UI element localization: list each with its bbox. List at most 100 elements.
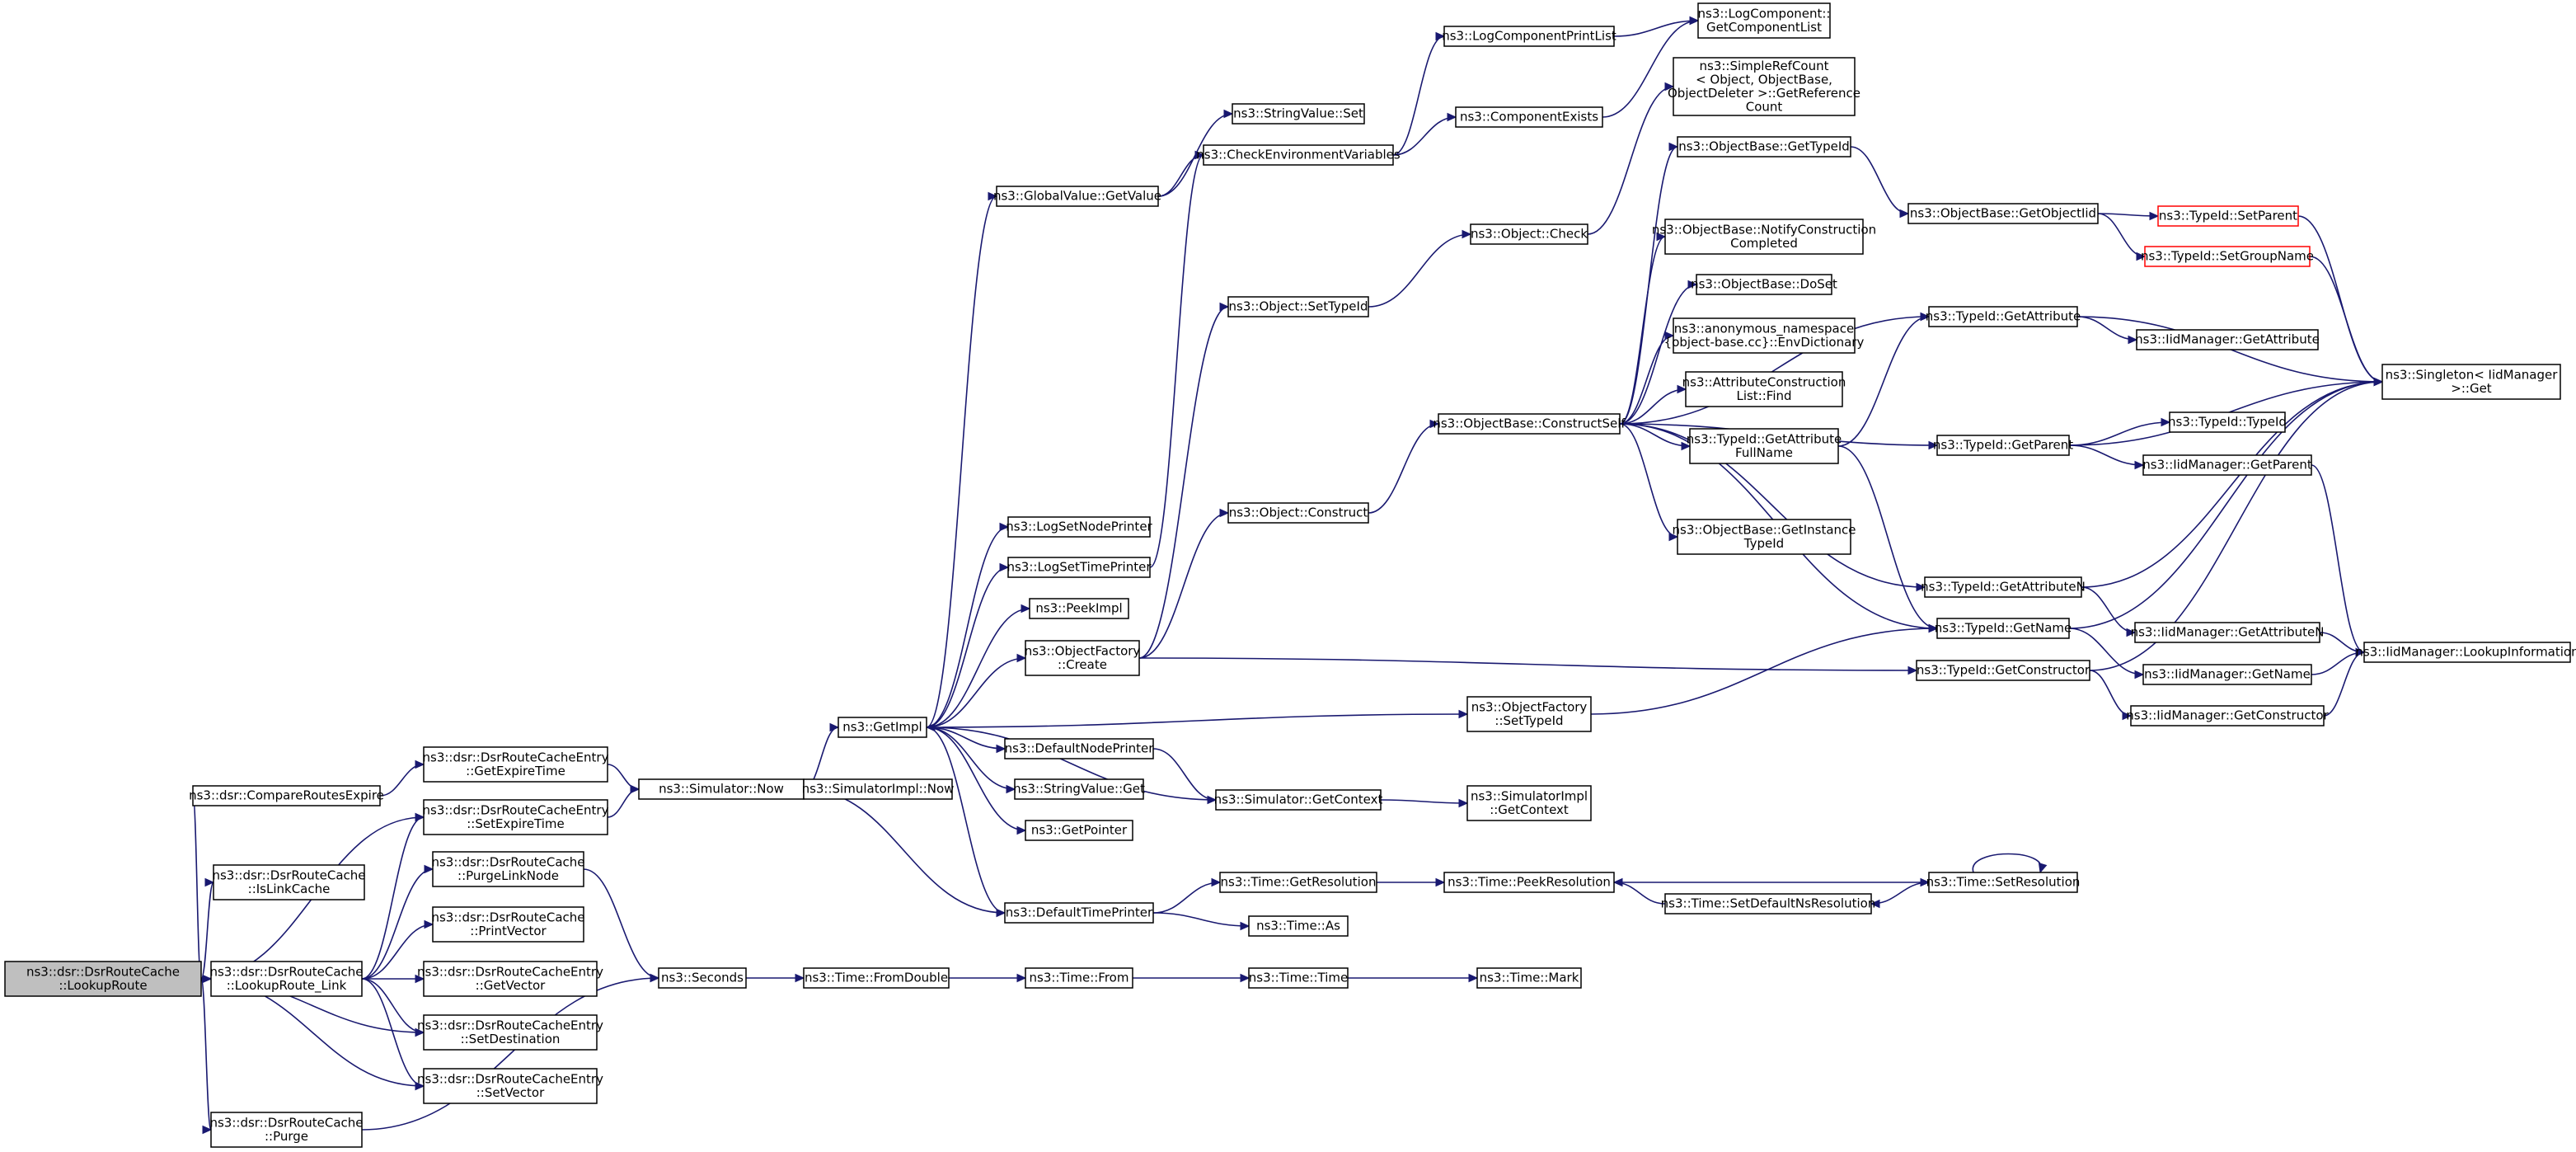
node-ns3-objectbase-gettypeid[interactable]: ns3::ObjectBase::GetTypeId: [1677, 136, 1851, 158]
node-ns3-time-fromdouble[interactable]: ns3::Time::FromDouble: [803, 967, 950, 989]
node-label-line: ns3::ObjectFactory: [1025, 643, 1141, 658]
node-ns3-time-from[interactable]: ns3::Time::From: [1025, 967, 1133, 989]
node-label-line: ns3::LogSetNodePrinter: [1006, 520, 1152, 534]
node-ns3-logcomponentprintlist[interactable]: ns3::LogComponentPrintList: [1442, 26, 1616, 47]
node-ns3-time-mark[interactable]: ns3::Time::Mark: [1476, 967, 1582, 989]
node-ns3-iidmanager-getattributen[interactable]: ns3::IidManager::GetAttributeN: [2131, 622, 2325, 643]
node-label-line: ns3::dsr::DsrRouteCacheEntry: [423, 802, 609, 817]
edge-arrowhead: [1006, 784, 1016, 794]
node-ns3-time-peekresolution[interactable]: ns3::Time::PeekResolution: [1443, 872, 1615, 893]
node-ns3-dsr-dsrroutecacheentry-setdestination[interactable]: ns3::dsr::DsrRouteCacheEntry::SetDestina…: [417, 1014, 603, 1051]
node-ns3-logcomponent-getcomponentlist[interactable]: ns3::LogComponent::GetComponentList: [1697, 2, 1831, 39]
edge-n1-to-n5: [379, 759, 425, 797]
node-ns3-typeid-getattribute[interactable]: ns3::TypeId::GetAttribute: [1926, 306, 2081, 327]
edge-n31-to-n40: [1380, 798, 1469, 808]
node-label-line: ns3::IidManager::GetName: [2144, 667, 2311, 682]
node-ns3-simplerefcount-object-objectbase-objectdeleter-getreferencecount[interactable]: ns3::SimpleRefCount< Object, ObjectBase,…: [1668, 57, 1860, 116]
edge-arrowhead: [1240, 921, 1250, 931]
node-ns3-seconds[interactable]: ns3::Seconds: [658, 967, 747, 989]
node-ns3-typeid-getattributen[interactable]: ns3::TypeId::GetAttributeN: [1921, 576, 2086, 598]
node-ns3-iidmanager-lookupinformation[interactable]: ns3::IidManager::LookupInformation: [2355, 642, 2576, 663]
node-ns3-defaulttimeprinter[interactable]: ns3::DefaultTimePrinter: [1004, 902, 1154, 924]
node-ns3-dsr-dsrroutecache-lookuproute-link[interactable]: ns3::dsr::DsrRouteCache::LookupRoute_Lin…: [209, 961, 364, 997]
node-ns3-singleton-iidmanager-get[interactable]: ns3::Singleton< IidManager>::Get: [2381, 364, 2561, 400]
node-ns3-typeid-getname[interactable]: ns3::TypeId::GetName: [1935, 618, 2072, 639]
node-ns3-simulatorimpl-now[interactable]: ns3::SimulatorImpl::Now: [802, 778, 955, 800]
node-ns3-dsr-dsrroutecacheentry-setvector[interactable]: ns3::dsr::DsrRouteCacheEntry::SetVector: [417, 1068, 603, 1104]
node-ns3-objectbase-constructself[interactable]: ns3::ObjectBase::ConstructSelf: [1433, 413, 1626, 435]
node-ns3-peekimpl[interactable]: ns3::PeekImpl: [1029, 598, 1129, 619]
node-ns3-dsr-compareroutesexpire[interactable]: ns3::dsr::CompareRoutesExpire: [189, 785, 384, 806]
node-ns3-dsr-dsrroutecache-printvector[interactable]: ns3::dsr::DsrRouteCache::PrintVector: [431, 906, 585, 943]
node-label-line: GetComponentList: [1706, 20, 1822, 35]
node-ns3-objectbase-doset[interactable]: ns3::ObjectBase::DoSet: [1691, 274, 1837, 295]
edge-n57-to-n66: [2068, 628, 2145, 679]
edge-n50-to-n57: [1837, 445, 1939, 633]
node-ns3-simulator-now[interactable]: ns3::Simulator::Now: [638, 778, 805, 800]
edge-path: [1602, 20, 1699, 118]
node-ns3-logsetnodeprinter[interactable]: ns3::LogSetNodePrinter: [1006, 516, 1153, 538]
edge-path: [192, 795, 202, 980]
node-ns3-iidmanager-getparent[interactable]: ns3::IidManager::GetParent: [2142, 454, 2312, 476]
node-ns3-typeid-getconstructor[interactable]: ns3::TypeId::GetConstructor: [1916, 660, 2090, 681]
node-box: [1928, 306, 2078, 327]
edge-n59-to-n59: [1972, 853, 2048, 874]
node-ns3-time-time[interactable]: ns3::Time::Time: [1248, 967, 1349, 989]
node-ns3-typeid-setgroupname[interactable]: ns3::TypeId::SetGroupName: [2141, 246, 2314, 267]
node-ns3-checkenvironmentvariables[interactable]: ns3::CheckEnvironmentVariables: [1196, 144, 1401, 166]
node-ns3-logsettimeprinter[interactable]: ns3::LogSetTimePrinter: [1006, 557, 1152, 578]
node-ns3-time-setresolution[interactable]: ns3::Time::SetResolution: [1926, 872, 2081, 893]
node-ns3-typeid-typeid[interactable]: ns3::TypeId::TypeId: [2168, 411, 2287, 433]
node-ns3-typeid-getparent[interactable]: ns3::TypeId::GetParent: [1933, 435, 2073, 456]
node-box: [1025, 967, 1133, 989]
edge-arrowhead: [415, 812, 425, 822]
edge-arrowhead: [2149, 211, 2160, 221]
edge-n55-to-n63: [2068, 417, 2171, 446]
edge-n25-to-n12: [802, 784, 1006, 914]
node-ns3-dsr-dsrroutecache-purgelinknode[interactable]: ns3::dsr::DsrRouteCache::PurgeLinkNode: [431, 851, 585, 887]
node-ns3-objectbase-notifyconstructioncompleted[interactable]: ns3::ObjectBase::NotifyConstructionCompl…: [1652, 219, 1876, 255]
node-ns3-globalvalue-getvalue[interactable]: ns3::GlobalValue::GetValue: [993, 186, 1161, 207]
node-ns3-objectfactory-settypeid[interactable]: ns3::ObjectFactory::SetTypeId: [1466, 696, 1592, 732]
node-ns3-simulatorimpl-getcontext[interactable]: ns3::SimulatorImpl::GetContext: [1466, 785, 1592, 821]
node-ns3-simulator-getcontext[interactable]: ns3::Simulator::GetContext: [1214, 789, 1383, 811]
node-ns3-object-settypeid[interactable]: ns3::Object::SetTypeId: [1227, 296, 1369, 317]
node-ns3-dsr-dsrroutecacheentry-getexpiretime[interactable]: ns3::dsr::DsrRouteCacheEntry::GetExpireT…: [423, 746, 609, 783]
node-ns3-time-getresolution[interactable]: ns3::Time::GetResolution: [1219, 872, 1377, 893]
node-ns3-defaultnodeprinter[interactable]: ns3::DefaultNodePrinter: [1004, 738, 1155, 759]
node-ns3-objectbase-getobjectiid[interactable]: ns3::ObjectBase::GetObjectIid: [1907, 203, 2099, 224]
edge-arrowhead: [1219, 302, 1230, 312]
node-ns3-objectfactory-create[interactable]: ns3::ObjectFactory::Create: [1025, 640, 1141, 676]
edge-path: [1619, 316, 1930, 425]
node-ns3-dsr-dsrroutecache-purge[interactable]: ns3::dsr::DsrRouteCache::Purge: [209, 1112, 364, 1148]
node-ns3-stringvalue-get[interactable]: ns3::StringValue::Get: [1013, 778, 1145, 800]
node-label-line: ns3::dsr::DsrRouteCacheEntry: [417, 964, 603, 979]
node-box: [1219, 872, 1377, 893]
edge-path: [2297, 215, 2383, 383]
node-box: [2134, 622, 2320, 643]
node-ns3-getimpl[interactable]: ns3::GetImpl: [838, 717, 927, 738]
node-ns3-dsr-dsrroutecache-islinkcache[interactable]: ns3::dsr::DsrRouteCache::IsLinkCache: [212, 864, 366, 900]
node-ns3-iidmanager-getconstructor[interactable]: ns3::IidManager::GetConstructor: [2126, 705, 2330, 726]
node-ns3-dsr-dsrroutecacheentry-getvector[interactable]: ns3::dsr::DsrRouteCacheEntry::GetVector: [417, 961, 603, 997]
node-ns3-dsr-dsrroutecache-lookuproute[interactable]: ns3::dsr::DsrRouteCache::LookupRoute: [4, 961, 202, 997]
node-ns3-typeid-setparent[interactable]: ns3::TypeId::SetParent: [2157, 205, 2299, 227]
node-ns3-time-setdefaultnsresolution[interactable]: ns3::Time::SetDefaultNsResolution: [1661, 893, 1876, 915]
node-box: [213, 864, 365, 900]
node-ns3-object-check[interactable]: ns3::Object::Check: [1470, 223, 1588, 245]
node-ns3-object-construct[interactable]: ns3::Object::Construct: [1227, 502, 1369, 524]
node-ns3-anonymous-namespace-object-base-cc-envdictionary[interactable]: ns3::anonymous_namespace{object-base.cc}…: [1664, 317, 1865, 354]
node-ns3-getpointer[interactable]: ns3::GetPointer: [1025, 820, 1133, 841]
node-ns3-iidmanager-getattribute[interactable]: ns3::IidManager::GetAttribute: [2135, 329, 2320, 350]
node-ns3-iidmanager-getname[interactable]: ns3::IidManager::GetName: [2142, 664, 2312, 685]
node-ns3-dsr-dsrroutecacheentry-setexpiretime[interactable]: ns3::dsr::DsrRouteCacheEntry::SetExpireT…: [423, 799, 609, 835]
node-ns3-componentexists[interactable]: ns3::ComponentExists: [1455, 106, 1603, 128]
edge-n3-to-n7: [361, 864, 434, 980]
node-ns3-stringvalue-set[interactable]: ns3::StringValue::Set: [1232, 103, 1365, 125]
edge-arrowhead: [1916, 582, 1926, 592]
node-label-line: ns3::Seconds: [661, 971, 744, 985]
node-ns3-time-as[interactable]: ns3::Time::As: [1248, 915, 1349, 937]
